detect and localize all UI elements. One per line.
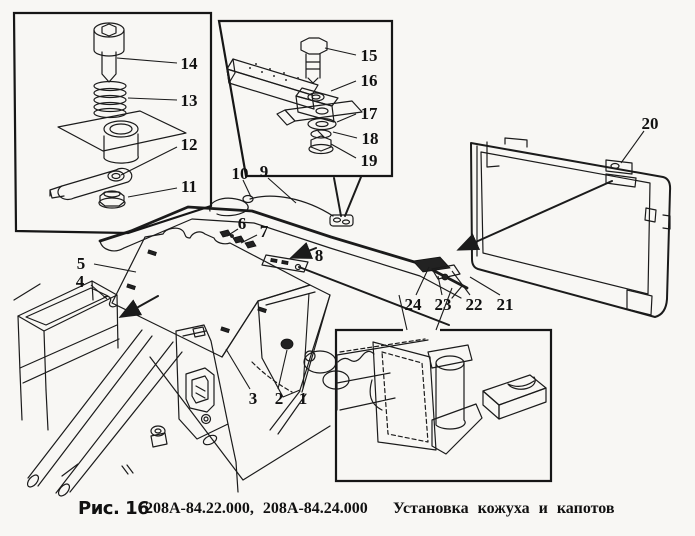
hood-end-curl	[209, 197, 249, 217]
callout-22: 22	[466, 295, 483, 314]
callout-3: 3	[249, 389, 258, 408]
frame-bracket	[175, 324, 239, 493]
key-piece	[150, 425, 168, 448]
bar-bracket-16	[226, 58, 339, 123]
panel-clip-4	[103, 295, 117, 308]
callout-9: 9	[260, 162, 269, 181]
flap-knob-2	[280, 338, 294, 350]
latch-plate-8	[261, 254, 309, 273]
callout-17: 17	[361, 104, 379, 123]
callout-21: 21	[497, 295, 514, 314]
bracket-plate-17	[276, 100, 363, 126]
casing-tab-20	[605, 159, 637, 188]
clamp-bracket	[369, 341, 483, 455]
callout-15: 15	[361, 46, 378, 65]
callout-18: 18	[362, 129, 379, 148]
caption-title: Установка кожуха и капотов	[393, 500, 615, 517]
spring-13	[93, 80, 127, 119]
direction-arrows	[118, 180, 613, 318]
machine-frame-sketch	[13, 280, 350, 497]
floor-oval-hole	[202, 434, 218, 446]
callout-7: 7	[260, 222, 269, 241]
arrow-to-clip-4	[118, 295, 159, 318]
callout-14: 14	[181, 54, 199, 73]
beam	[336, 338, 429, 411]
nut-11	[98, 190, 126, 209]
callout-13: 13	[181, 91, 198, 110]
hood-flap	[257, 284, 331, 398]
panel-edging-3	[221, 300, 259, 358]
inset-fastener-stack	[12, 11, 213, 235]
caption: Рис. 16 208А-84.22.000, 208А-84.24.000 У…	[78, 498, 615, 519]
callout-11: 11	[181, 177, 197, 196]
latch-rod-9	[249, 195, 334, 217]
callout-8: 8	[315, 246, 324, 265]
callout-10: 10	[232, 164, 249, 183]
inset-bracket-bar	[217, 19, 394, 217]
notched-block	[482, 374, 547, 420]
socket-bolt-14	[93, 22, 125, 83]
callout-2: 2	[275, 389, 284, 408]
callout-19: 19	[361, 151, 378, 170]
inset-beam-clamp	[334, 287, 553, 483]
callout-1: 1	[299, 389, 308, 408]
hood-side-panel	[103, 227, 331, 398]
plate-with-boss	[57, 110, 187, 164]
callout-16: 16	[361, 71, 378, 90]
latch-wedge-cluster	[412, 256, 461, 281]
callout-leader-lines	[90, 47, 645, 390]
callout-23: 23	[435, 295, 452, 314]
hood-lower-band-24	[298, 266, 450, 326]
hood-bracket-16-position	[329, 214, 354, 227]
nut-19	[308, 135, 334, 155]
callout-24: 24	[405, 295, 423, 314]
caption-doc-numbers: 208А-84.22.000, 208А-84.24.000	[145, 500, 368, 517]
callout-6: 6	[238, 214, 247, 233]
casing-box-20	[470, 137, 672, 318]
callout-20: 20	[642, 114, 659, 133]
u-channel-bracket	[185, 367, 215, 413]
callout-5: 5	[77, 254, 86, 273]
washers-17-18	[307, 117, 337, 139]
caption-figure-label: Рис. 16	[78, 498, 149, 519]
rod-loop-10	[242, 194, 254, 204]
arrow-to-latch-8	[289, 242, 317, 259]
arrow-casing-to-latch	[456, 180, 613, 251]
callout-12: 12	[181, 135, 198, 154]
lever-arm-12	[49, 167, 133, 201]
panel-slots	[126, 249, 267, 334]
callout-4: 4	[76, 272, 85, 291]
